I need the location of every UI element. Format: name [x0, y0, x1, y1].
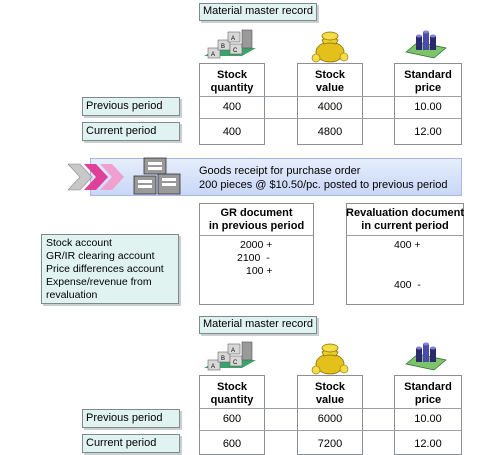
svg-text:B: B: [221, 44, 225, 50]
gr-document-column: [199, 203, 314, 305]
bottom-prev-stock-quantity: 600: [222, 413, 242, 425]
bottom-curr-stock-quantity: 600: [222, 438, 242, 450]
money-bag-icon: [310, 336, 350, 376]
warehouse-boxes-icon: [132, 156, 184, 198]
top-row-label-current-text: Current period: [86, 125, 157, 137]
coins-cash-icon: [404, 340, 448, 376]
top-master-title: Material master record: [199, 3, 317, 21]
bottom-curr-stock-value: 7200: [317, 438, 343, 450]
top-separator-2: [199, 118, 462, 119]
bottom-prev-stock-value: 6000: [317, 413, 343, 425]
account-price-differences: Price differences account: [46, 263, 164, 275]
top-prev-standard-price: 10.00: [414, 101, 442, 113]
account-expense-revenue: Expense/revenue from revaluation: [46, 276, 152, 301]
bottom-curr-standard-price: 12.00: [414, 438, 442, 450]
bottom-master-title: Material master record: [199, 316, 317, 334]
chevron-arrows-icon: [67, 162, 128, 192]
coins-cash-icon: [404, 28, 448, 64]
top-column-stock-quantity: [199, 63, 265, 145]
gr-document-header: GR document in previous period: [208, 207, 305, 232]
svg-text:A: A: [211, 52, 215, 58]
stock-boxes-icon: A B A C: [202, 338, 262, 376]
gr-document-separator: [199, 235, 314, 236]
reval-value-stock: 400 +: [394, 239, 421, 251]
top-separator-1: [199, 96, 462, 97]
bottom-row-label-current-text: Current period: [86, 437, 157, 449]
top-row-label-previous-text: Previous period: [86, 100, 163, 112]
bottom-row-label-previous-text: Previous period: [86, 412, 163, 424]
top-curr-stock-value: 4800: [317, 126, 343, 138]
top-prev-stock-quantity: 400: [222, 101, 242, 113]
svg-text:C: C: [233, 360, 238, 366]
bottom-row-label-current: Current period: [82, 434, 180, 453]
top-header-stock-quantity: Stock quantity: [210, 69, 254, 94]
revaluation-document-separator: [346, 235, 464, 236]
svg-text:B: B: [221, 356, 225, 362]
money-bag-icon: [310, 24, 350, 64]
gr-value-price-diff: 100 +: [246, 265, 273, 277]
gr-value-gr-ir: 2100 -: [237, 252, 270, 264]
bottom-separator-1: [199, 408, 462, 409]
top-column-standard-price: [394, 63, 462, 145]
top-prev-stock-value: 4000: [317, 101, 343, 113]
reval-value-expense: 400 -: [394, 279, 421, 291]
svg-text:C: C: [233, 48, 238, 54]
svg-text:A: A: [231, 348, 235, 354]
bottom-header-stock-quantity: Stock quantity: [210, 381, 254, 406]
top-curr-stock-quantity: 400: [222, 126, 242, 138]
svg-text:A: A: [231, 36, 235, 42]
revaluation-document-column: [346, 203, 464, 305]
top-header-stock-value: Stock value: [315, 69, 345, 94]
account-gr-ir-clearing: GR/IR clearing account: [46, 250, 155, 262]
bottom-master-title-text: Material master record: [202, 318, 314, 330]
banner-line-2: 200 pieces @ $10.50/pc. posted to previo…: [199, 179, 448, 191]
top-row-label-current: Current period: [82, 122, 180, 141]
bottom-row-label-previous: Previous period: [82, 409, 180, 428]
account-stock: Stock account: [46, 237, 112, 249]
accounts-list: Stock account GR/IR clearing account Pri…: [41, 234, 179, 304]
top-header-standard-price: Standard price: [404, 69, 452, 94]
svg-text:A: A: [211, 364, 215, 370]
bottom-separator-2: [199, 430, 462, 431]
bottom-header-standard-price: Standard price: [404, 381, 452, 406]
top-column-stock-value: [297, 63, 363, 145]
bottom-header-stock-value: Stock value: [315, 381, 345, 406]
bottom-column-stock-quantity: [199, 375, 265, 455]
top-master-title-text: Material master record: [202, 5, 314, 17]
gr-value-stock: 2000 +: [240, 239, 273, 251]
top-curr-standard-price: 12.00: [414, 126, 442, 138]
stock-boxes-icon: A B A C: [202, 26, 262, 64]
revaluation-document-header: Revaluation document in current period: [346, 207, 464, 232]
top-row-label-previous: Previous period: [82, 97, 180, 116]
banner-line-1: Goods receipt for purchase order: [199, 165, 361, 177]
bottom-prev-standard-price: 10.00: [414, 413, 442, 425]
